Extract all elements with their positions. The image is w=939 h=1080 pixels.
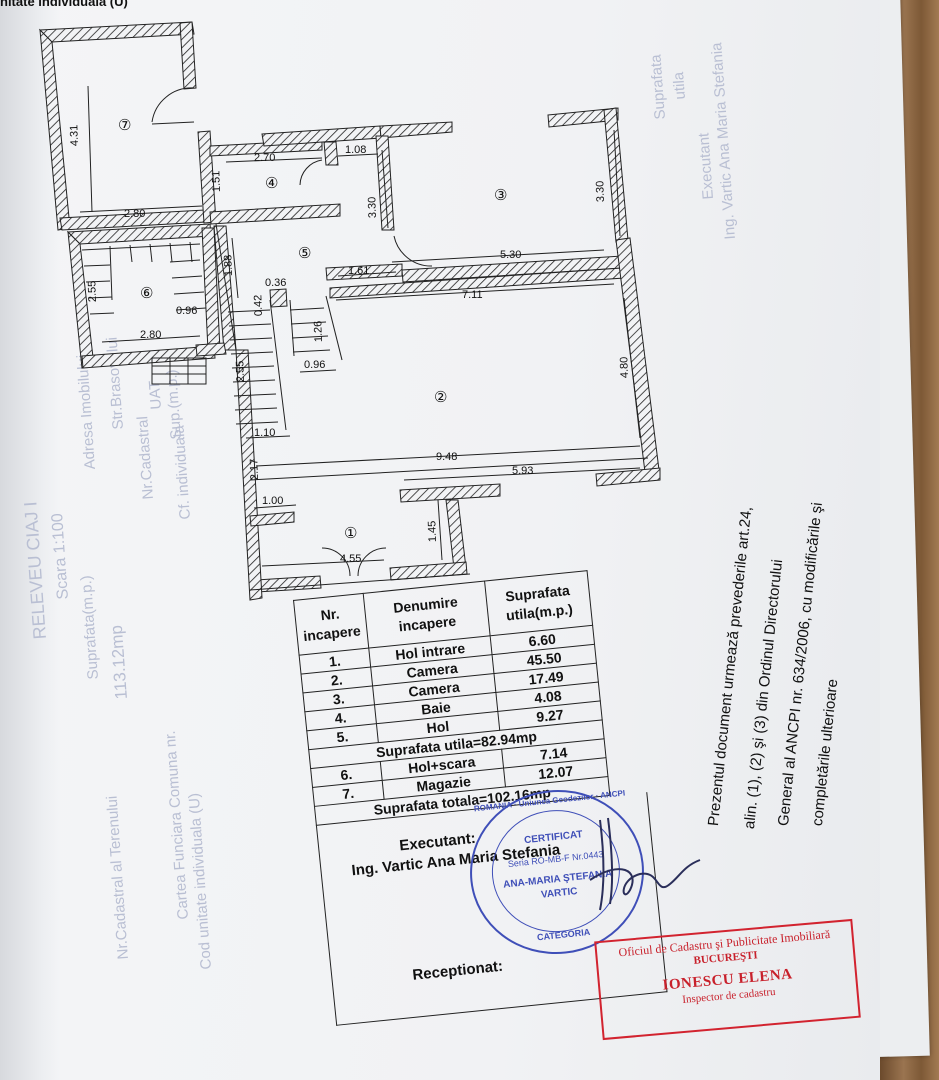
door-swing — [151, 87, 195, 123]
dimension-label: 1.26 — [312, 320, 325, 342]
door-swing — [299, 159, 323, 186]
dimension-label: 1.88 — [222, 254, 235, 276]
wall — [39, 28, 71, 231]
wall — [445, 499, 467, 569]
wall — [547, 107, 619, 128]
document-sheet: RELEVEU CIAJ I Scara 1:100 Suprafata(m.p… — [0, 0, 880, 1080]
dimension-label: 2.70 — [254, 152, 275, 164]
dimension-label: 1.51 — [210, 170, 223, 192]
room-number: ⑤ — [298, 245, 311, 262]
wall — [235, 349, 263, 601]
door-swing — [321, 547, 351, 577]
entrance-steps — [151, 357, 207, 385]
legal-note-line: completările ulterioare — [809, 678, 842, 827]
cadastre-stamp: Oficiul de Cadastru şi Publicitate Imobi… — [594, 918, 861, 1041]
wall — [323, 141, 339, 166]
dimension-label: 1.00 — [262, 495, 283, 507]
dimension-label: 0.36 — [265, 277, 286, 289]
wall — [399, 483, 501, 503]
signature — [589, 817, 701, 911]
floor-plan: ⑦ ④ ③ ⑤ ⑥ ② ① 4.31 2.80 2.70 1.08 1.51 3… — [38, 21, 661, 601]
room-number: ② — [434, 389, 447, 406]
dimension-label: 3.30 — [594, 180, 607, 202]
stairs-left — [227, 299, 287, 431]
dimension-label: 7.11 — [462, 289, 483, 301]
wall — [379, 121, 453, 139]
wall — [269, 288, 288, 308]
wall — [195, 342, 227, 357]
wall — [179, 21, 197, 90]
room-number: ④ — [265, 175, 278, 192]
dimension-label: 1.45 — [426, 520, 439, 542]
door-swing — [357, 547, 387, 577]
dimension-label: 2.80 — [140, 329, 161, 341]
dimension-label: 4.55 — [340, 553, 361, 565]
ghost-text: 113.12mp — [106, 624, 131, 700]
dimension-label: 3.30 — [366, 196, 379, 218]
dimension-label: 0.96 — [176, 305, 197, 317]
dimension-label: 1.08 — [345, 144, 366, 156]
dimension-label: 4.80 — [618, 356, 631, 378]
wall — [603, 107, 629, 243]
page-fold-shadow — [0, 0, 60, 1080]
dimension-label: 2.55 — [86, 280, 99, 302]
dimension-label: 2.80 — [124, 208, 145, 220]
dimension-label: 1.10 — [254, 427, 275, 439]
stairs-room6 — [81, 241, 207, 315]
wall — [595, 467, 661, 487]
door-swing — [393, 235, 433, 267]
rooms-table: Nr. incapere Denumire incapere Suprafata… — [293, 570, 610, 826]
column-header: Nr. incapere — [293, 593, 369, 656]
dimension-label: 0.96 — [304, 359, 325, 371]
dimension-label: 1.61 — [348, 265, 369, 277]
room-number: ⑥ — [140, 285, 153, 302]
dimension-label: 5.93 — [512, 465, 533, 477]
room-number: ③ — [494, 187, 507, 204]
stairs-right — [289, 299, 331, 357]
ghost-text: Cod unitate individuala (U) — [185, 792, 215, 970]
ghost-text: Nr.Cadastral al Terenului — [103, 795, 132, 960]
dimension-label: 4.31 — [68, 124, 81, 146]
dimension-label: 2.55 — [234, 360, 247, 382]
room-number: ⑦ — [118, 117, 131, 134]
wall — [249, 511, 295, 527]
wall — [255, 575, 322, 593]
dimension-label: 0.42 — [252, 294, 265, 316]
wall — [209, 203, 341, 225]
dimension-label: 2.17 — [248, 458, 261, 480]
wall — [38, 21, 195, 43]
wall — [81, 345, 216, 369]
dimension-label: 5.30 — [500, 249, 521, 261]
dimension-label: 9.48 — [436, 451, 457, 463]
room-number: ① — [344, 525, 357, 542]
receptionat-label: Receptionat: — [411, 957, 504, 984]
sheet-top-text: nitate individuala (U) — [0, 0, 128, 9]
